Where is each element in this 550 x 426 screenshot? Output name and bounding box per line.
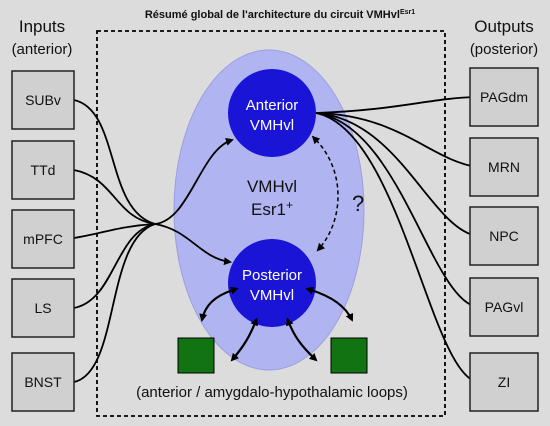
input-line-ttd	[73, 169, 156, 225]
input-boxes: SUBv TTd mPFC LS BNST	[11, 70, 75, 412]
anterior-node-label-line1: Anterior	[246, 97, 299, 114]
input-label-subv: SUBv	[25, 92, 61, 108]
output-box-zi	[469, 352, 539, 412]
posterior-node-label-line2: VMHvl	[250, 287, 294, 304]
vmhvl-region-border	[96, 30, 446, 417]
output-line-pagvl	[315, 112, 478, 308]
inputs-subheading: (anterior)	[12, 41, 73, 58]
input-label-ls: LS	[34, 300, 51, 316]
output-box-pagdm	[469, 67, 539, 127]
inputs-heading: Inputs	[19, 17, 65, 36]
input-box-mpfc	[11, 209, 75, 269]
input-line-ls	[73, 223, 156, 309]
outputs-subheading: (posterior)	[470, 41, 538, 58]
output-box-pagvl	[469, 277, 539, 337]
input-label-ttd: TTd	[31, 162, 56, 178]
output-line-pagdm	[315, 96, 478, 114]
loop-arrow-left-outer	[199, 286, 239, 322]
question-mark: ?	[352, 191, 364, 216]
input-to-anterior-arrow	[154, 137, 234, 225]
center-label-line2: Esr1+	[251, 198, 293, 219]
loop-arrow-right-inner	[286, 317, 318, 362]
output-label-pagdm: PAGdm	[480, 89, 528, 105]
input-line-bnst	[73, 223, 156, 383]
output-label-mrn: MRN	[488, 159, 520, 175]
loop-arrows	[199, 286, 354, 362]
input-to-posterior-arrow	[154, 223, 232, 266]
output-label-npc: NPC	[489, 228, 519, 244]
posterior-vmhvl-node	[228, 239, 316, 327]
anterior-vmhvl-node	[228, 69, 316, 157]
output-boxes: PAGdm MRN NPC PAGvl ZI	[469, 67, 539, 412]
output-line-npc	[315, 112, 478, 237]
diagram-title: Résumé global de l'architecture du circu…	[145, 9, 415, 21]
outputs-heading: Outputs	[474, 17, 534, 36]
anterior-posterior-dashed-arrow	[311, 135, 339, 252]
loop-arrow-left-inner	[230, 317, 258, 362]
input-box-bnst	[11, 352, 75, 412]
loop-box-left	[177, 337, 215, 374]
input-line-mpfc	[73, 223, 156, 239]
input-box-ttd	[11, 140, 75, 200]
loops-caption: (anterior / amygdalo-hypothalamic loops)	[136, 384, 408, 401]
output-label-zi: ZI	[498, 374, 510, 390]
title-superscript: Esr1	[400, 9, 415, 16]
output-line-mrn	[315, 112, 478, 168]
input-label-bnst: BNST	[24, 374, 62, 390]
input-connections	[73, 99, 234, 383]
input-line-subv	[73, 99, 156, 225]
input-label-mpfc: mPFC	[23, 231, 63, 247]
loop-arrow-right-outer	[305, 286, 354, 322]
center-label-superscript: +	[286, 198, 293, 212]
output-label-pagvl: PAGvl	[485, 299, 524, 315]
input-box-ls	[11, 278, 75, 338]
output-connections	[315, 96, 478, 383]
output-box-mrn	[469, 137, 539, 197]
output-box-npc	[469, 206, 539, 266]
anterior-node-label-line2: VMHvl	[250, 117, 294, 134]
center-label-line1: VMHvl	[247, 177, 297, 196]
output-line-zi	[315, 112, 478, 383]
input-box-subv	[11, 70, 75, 130]
posterior-node-label-line1: Posterior	[242, 267, 302, 284]
loop-box-right	[330, 337, 368, 374]
